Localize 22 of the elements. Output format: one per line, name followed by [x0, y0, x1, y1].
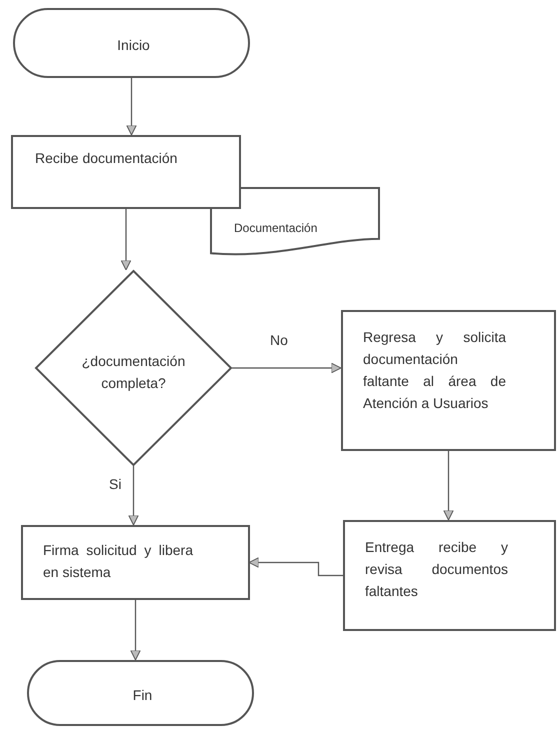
- arrow: [126, 78, 137, 136]
- arrow: [120, 209, 132, 270]
- edge-label: No: [268, 332, 290, 348]
- process-box: [343, 520, 556, 631]
- process-box: [341, 310, 556, 451]
- arrow: [130, 600, 141, 660]
- edge-label: Si: [107, 476, 124, 492]
- arrow: [232, 362, 342, 374]
- arrow: [443, 451, 454, 520]
- node-label: ¿documentación completa?: [80, 352, 186, 393]
- node-label: Recibe documentación: [35, 149, 178, 168]
- arrow: [128, 466, 139, 526]
- node-label: Regresa y solicita documentación faltante al área de Atención a Usuarios: [363, 328, 506, 413]
- node-label: Documentación: [234, 220, 318, 237]
- arrow: [248, 557, 343, 576]
- process-box: [11, 135, 241, 209]
- node-label: Firma solicitud y libera en sistema: [43, 541, 193, 582]
- process-box: [21, 525, 250, 600]
- node-label: Inicio: [116, 36, 151, 55]
- node-label: Entrega recibe y revisa documentos faltantes: [365, 538, 508, 601]
- decision-diamond: [35, 270, 232, 466]
- node-label: Fin: [132, 686, 154, 705]
